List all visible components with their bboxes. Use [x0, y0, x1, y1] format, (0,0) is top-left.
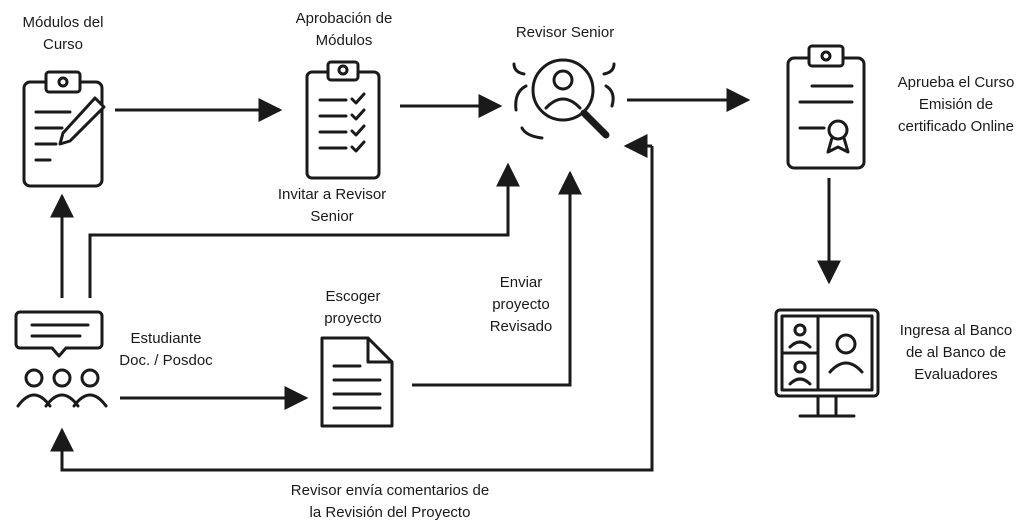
video-call-monitor-icon — [774, 308, 880, 418]
student-group-icon — [14, 310, 108, 408]
label-revisor: Revisor Senior — [515, 24, 615, 41]
arrow-invitar-revisor — [88, 162, 520, 298]
arrow-comentarios-back — [50, 168, 654, 472]
label-aprueba: Aprueba el Curso Emisión de certificado … — [897, 74, 1015, 135]
document-icon — [320, 336, 394, 428]
certificate-icon — [786, 44, 866, 170]
label-escoger: Escoger proyecto — [324, 288, 382, 327]
connectors — [50, 88, 841, 472]
arrow-enviar-revisado — [412, 170, 582, 387]
label-enviar: Enviar proyecto Revisado — [489, 274, 553, 335]
label-estudiante: Estudiante Doc. / Posdoc — [119, 330, 213, 369]
label-comentarios: Revisor envía comentarios de la Revisión… — [290, 482, 490, 521]
label-banco: Ingresa al Banco de al Banco de Evaluado… — [899, 322, 1013, 383]
label-aprobacion: Aprobación de Módulos — [295, 10, 393, 49]
reviewer-search-icon — [512, 58, 616, 140]
label-invitar: Invitar a Revisor Senior — [277, 186, 387, 225]
label-modulos: Módulos del Curso — [22, 14, 104, 53]
clipboard-pencil-icon — [22, 70, 106, 188]
checklist-clipboard-icon — [305, 60, 381, 180]
